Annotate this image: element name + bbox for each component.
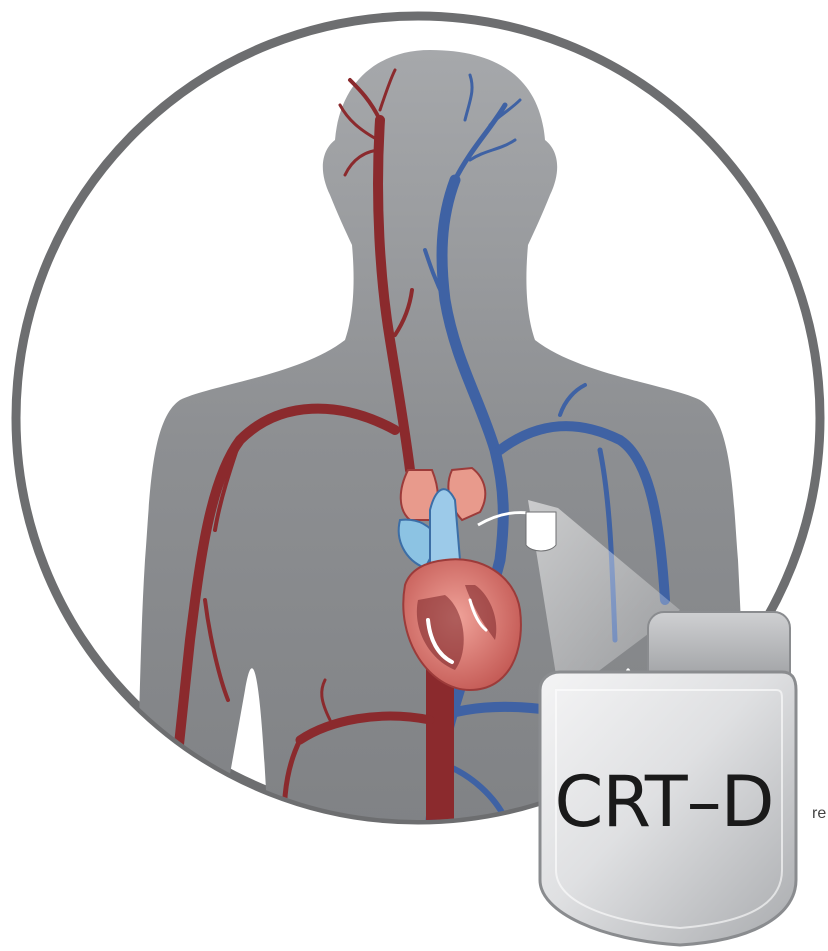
- device-label: CRT–D: [554, 761, 773, 843]
- cropped-caption-text: re: [812, 805, 826, 822]
- implant-small-icon: [526, 512, 556, 551]
